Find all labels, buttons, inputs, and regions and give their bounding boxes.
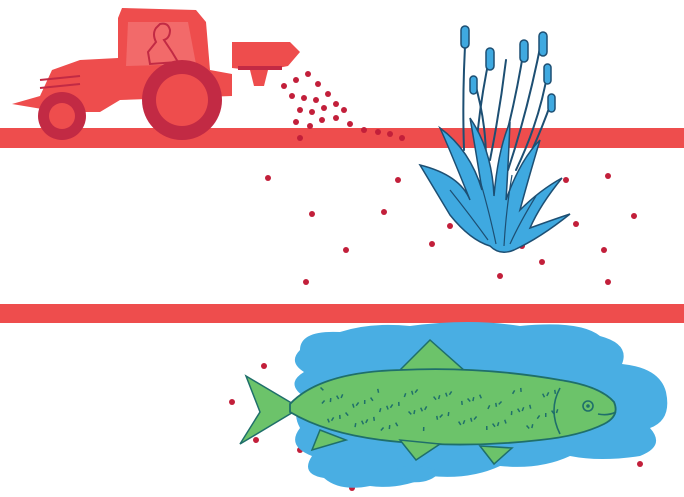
fertilizer-particle — [261, 363, 267, 369]
fertilizer-particle — [361, 127, 367, 133]
ground-band-top — [0, 128, 684, 148]
fertilizer-particle — [265, 175, 271, 181]
fertilizer-particle — [297, 107, 303, 113]
fertilizer-particle — [381, 209, 387, 215]
fertilizer-particle — [347, 121, 353, 127]
fish-speckle — [339, 415, 341, 419]
fertilizer-particle — [325, 91, 331, 97]
fertilizer-particle — [601, 247, 607, 253]
fertilizer-particle — [309, 211, 315, 217]
fertilizer-particle — [229, 399, 235, 405]
fertilizer-particle — [387, 131, 393, 137]
fish-speckle — [486, 426, 488, 430]
fertilizer-particle — [447, 223, 453, 229]
fertilizer-particle — [301, 95, 307, 101]
fertilizer-particle — [563, 177, 569, 183]
fertilizer-particle — [341, 107, 347, 113]
fertilizer-particle — [429, 241, 435, 247]
fertilizer-particle — [539, 259, 545, 265]
fertilizer-particle — [281, 83, 287, 89]
fertilizer-particle — [343, 247, 349, 253]
fertilizer-particle — [399, 135, 405, 141]
fertilizer-particle — [293, 119, 299, 125]
fertilizer-particle — [293, 77, 299, 83]
fertilizer-particle — [333, 115, 339, 121]
fish-speckle — [423, 427, 425, 431]
fertilizer-particle — [309, 109, 315, 115]
fertilizer-particle — [637, 461, 643, 467]
fertilizer-particle — [297, 135, 303, 141]
fertilizer-particle — [319, 117, 325, 123]
fertilizer-particle — [307, 123, 313, 129]
fertilizer-particle — [375, 129, 381, 135]
fertilizer-particle — [315, 81, 321, 87]
tractor-icon — [12, 8, 232, 140]
fertilizer-particle — [321, 105, 327, 111]
fertilizer-particle — [253, 437, 259, 443]
fish-speckle — [545, 413, 547, 417]
ground-band-middle — [0, 304, 684, 323]
fertilizer-particle — [573, 221, 579, 227]
fertilizer-particle — [605, 173, 611, 179]
fertilizer-particle — [333, 101, 339, 107]
fertilizer-spreader-icon — [232, 42, 300, 86]
fertilizer-particle — [289, 93, 295, 99]
fertilizer-particle — [631, 213, 637, 219]
fertilizer-particle — [303, 279, 309, 285]
fertilizer-particle — [313, 97, 319, 103]
fish-speckle — [511, 411, 513, 415]
fertilizer-particle — [305, 71, 311, 77]
fertilizer-particle — [395, 177, 401, 183]
fertilizer-particle — [497, 273, 503, 279]
fish-speckle — [398, 402, 400, 406]
fertilizer-particle — [605, 279, 611, 285]
fish-speckle — [364, 400, 366, 404]
